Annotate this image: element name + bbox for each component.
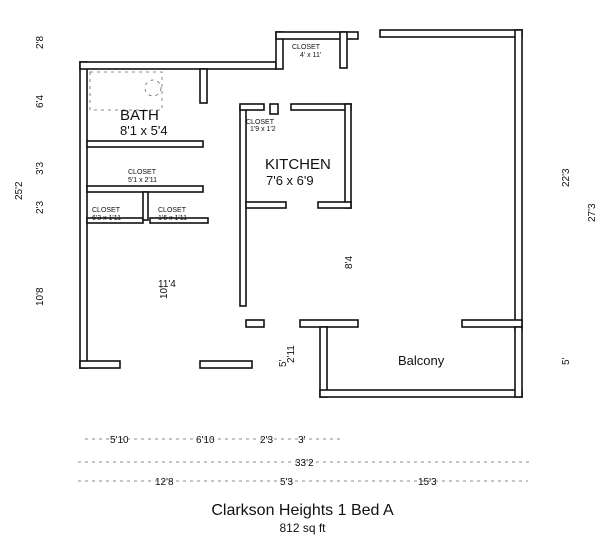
dim-bottom-row3-1: 12'8 [155, 477, 174, 488]
dim-bottom-3: 2'3 [260, 435, 273, 446]
wall-balcony-right [514, 326, 523, 398]
wall-top-right [379, 29, 523, 38]
wall-balcony-left [319, 326, 328, 398]
wall-entry-left [245, 319, 265, 328]
dim-right-a: 22'3 [561, 168, 572, 187]
wall-kitchen-closet-divider [269, 103, 279, 115]
closet-mid-name: CLOSET [128, 169, 157, 176]
dim-left-1: 2'8 [35, 36, 46, 49]
balcony-name: Balcony [398, 353, 445, 368]
dim-right-b: 27'3 [587, 203, 598, 222]
closet-left-name: CLOSET [92, 207, 121, 214]
plan-title: Clarkson Heights 1 Bed A [211, 502, 394, 519]
dim-bottom-4: 3' [298, 435, 306, 446]
closet-right-name: CLOSET [158, 207, 187, 214]
closet-top-size: 4' x 11' [300, 52, 321, 59]
dim-bottom-2: 6'10 [196, 435, 215, 446]
dim-bottom-row3-3: 15'3 [418, 477, 437, 488]
wall-bath-right [199, 68, 208, 104]
wall-top-left [79, 61, 277, 70]
wall-kitchen-left [239, 105, 247, 307]
bedroom-size-a: 11'4 [158, 279, 176, 290]
living-size: 8'4 [344, 256, 355, 269]
wall-kitchen-top-right [290, 103, 352, 111]
wall-kitchen-bottom-right [317, 201, 352, 209]
wall-kitchen-right [344, 103, 352, 209]
wall-kitchen-top [239, 103, 265, 111]
wall-closet-mid-bottom [86, 185, 204, 193]
dim-left-3: 3'3 [35, 162, 46, 175]
bedroom-size-b: 10' [159, 286, 170, 299]
wall-bath-bottom [86, 140, 204, 148]
dim-left-5: 10'8 [35, 287, 46, 306]
wall-kitchen-bottom-left [245, 201, 287, 209]
kitchen-size: 7'6 x 6'9 [266, 173, 314, 188]
dim-bottom-total: 33'2 [295, 458, 314, 469]
bathtub-outline [89, 71, 163, 111]
closet-top-name: CLOSET [292, 44, 321, 51]
wall-bedroom-bottom-right [199, 360, 253, 369]
dim-bottom-row3-2: 5'3 [280, 477, 293, 488]
dim-entry-a: 5' [278, 359, 289, 367]
closet-kitchen-name: CLOSET [246, 119, 275, 126]
bath-name: BATH [120, 107, 159, 124]
closet-mid-size: 5'1 x 2'11 [128, 177, 157, 184]
closet-left-size: 6'3 x 1'11 [92, 215, 121, 222]
closet-right-size: 1'6 x 1'11 [158, 215, 187, 222]
bath-size: 8'1 x 5'4 [120, 123, 168, 138]
wall-bedroom-bottom-left [79, 360, 121, 369]
wall-right-outer [514, 29, 523, 331]
wall-entry-right [299, 319, 359, 328]
dim-entry-b: 2'11 [286, 345, 297, 363]
wall-closet-top-right [339, 31, 348, 69]
dim-left-2: 6'4 [35, 95, 46, 108]
dim-bottom-1: 5'10 [110, 435, 129, 446]
kitchen-name: KITCHEN [265, 156, 331, 173]
sink-outline [144, 79, 162, 97]
wall-closets-divider [142, 191, 149, 221]
wall-balcony-bottom [319, 389, 523, 398]
wall-closet-top-top [275, 31, 359, 40]
wall-balcony-top-right [461, 319, 523, 328]
plan-area: 812 sq ft [279, 521, 326, 535]
wall-left-outer [79, 61, 88, 369]
dim-left-4: 2'3 [35, 201, 46, 214]
closet-kitchen-size: 1'9 x 1'2 [250, 126, 276, 133]
wall-closets-low-right [149, 217, 209, 224]
dim-left-total: 25'2 [14, 181, 25, 200]
dim-right-balcony: 5' [561, 357, 572, 365]
